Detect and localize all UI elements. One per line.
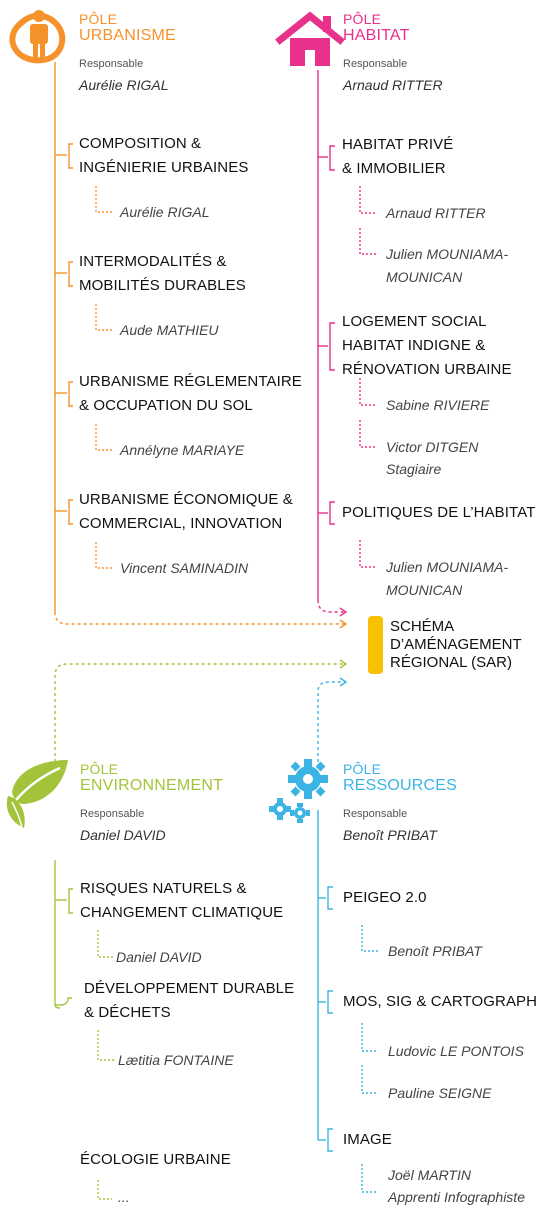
- gears-icon: [269, 759, 328, 823]
- pole-kicker: PÔLE: [343, 761, 382, 777]
- pole-ressources-header: PÔLE RESSOURCES Responsable Benoît PRIBA…: [343, 762, 457, 844]
- pole-kicker: PÔLE: [79, 11, 118, 27]
- habitat-connectors: [317, 70, 376, 617]
- section-title-line: & OCCUPATION DU SOL: [79, 397, 253, 414]
- ressources-connectors: [317, 677, 378, 1193]
- staff-name: Julien MOUNIAMA-: [386, 246, 509, 262]
- staff-name: Benoît PRIBAT: [388, 943, 482, 959]
- sar-marker: [368, 616, 383, 674]
- section-title: URBANISME RÉGLEMENTAIRE & OCCUPATION DU …: [79, 370, 302, 418]
- responsable-name: Daniel DAVID: [80, 827, 166, 843]
- staff-name: Victor DITGEN: [386, 439, 479, 455]
- staff-name: Apprenti Infographiste: [388, 1189, 525, 1205]
- staff-name: Vincent SAMINADIN: [120, 560, 249, 576]
- responsable-name: Arnaud RITTER: [343, 77, 443, 93]
- staff-name: Sabine RIVIERE: [386, 397, 490, 413]
- section-title: POLITIQUES DE L’HABITAT: [342, 501, 535, 525]
- house-icon: [275, 11, 345, 66]
- staff-name: Pauline SEIGNE: [388, 1085, 492, 1101]
- section-title-line: INGÉNIERIE URBAINES: [79, 159, 249, 176]
- section-title: RISQUES NATURELS & CHANGEMENT CLIMATIQUE: [80, 877, 283, 925]
- pole-title: ENVIRONNEMENT: [80, 777, 224, 794]
- section-title: IMAGE: [343, 1128, 392, 1152]
- urbanisme-connectors: [54, 62, 348, 629]
- section-title-line: MOBILITÉS DURABLES: [79, 277, 246, 294]
- section-title: COMPOSITION & INGÉNIERIE URBAINES: [79, 132, 248, 180]
- section-title-line: PEIGEO 2.0: [343, 889, 427, 906]
- section-title-line: & DÉCHETS: [84, 1004, 171, 1021]
- section-title-line: POLITIQUES DE L’HABITAT: [342, 504, 536, 521]
- section-title-line: RISQUES NATURELS &: [80, 880, 247, 897]
- staff-name: Ludovic LE PONTOIS: [388, 1043, 524, 1059]
- section-title: MOS, SIG & CARTOGRAPH: [343, 990, 537, 1014]
- pole-title: HABITAT: [343, 27, 410, 44]
- section-title-line: & IMMOBILIER: [342, 160, 446, 177]
- pole-environnement-header: PÔLE ENVIRONNEMENT Responsable Daniel DA…: [80, 762, 223, 844]
- pole-habitat-header: PÔLE HABITAT Responsable Arnaud RITTER: [343, 12, 443, 94]
- pole-title: RESSOURCES: [343, 777, 458, 794]
- section-title-line: ÉCOLOGIE URBAINE: [80, 1151, 231, 1168]
- staff-name: Aude MATHIEU: [120, 322, 219, 338]
- section-title: DÉVELOPPEMENT DURABLE & DÉCHETS: [84, 977, 294, 1025]
- section-title-line: DÉVELOPPEMENT DURABLE: [84, 980, 295, 997]
- staff-name: Aurélie RIGAL: [120, 204, 210, 220]
- staff-name: Annélyne MARIAYE: [120, 442, 245, 458]
- section-title: PEIGEO 2.0: [343, 886, 427, 910]
- responsable-name: Aurélie RIGAL: [79, 77, 169, 93]
- responsable-label: Responsable: [79, 58, 144, 70]
- staff-name: Arnaud RITTER: [386, 205, 486, 221]
- pole-urbanisme-header: PÔLE URBANISME Responsable Aurélie RIGAL: [79, 12, 176, 94]
- pole-title: URBANISME: [79, 27, 176, 44]
- section-title-line: CHANGEMENT CLIMATIQUE: [80, 904, 284, 921]
- sar-label-line: RÉGIONAL (SAR): [390, 654, 512, 671]
- staff-name: Stagiaire: [386, 461, 442, 477]
- section-title: LOGEMENT SOCIAL HABITAT INDIGNE & RÉNOVA…: [342, 310, 512, 382]
- staff-name: MOUNICAN: [386, 269, 463, 285]
- staff-name: Lætitia FONTAINE: [118, 1052, 234, 1068]
- responsable-name: Benoît PRIBAT: [343, 827, 437, 843]
- pole-kicker: PÔLE: [80, 761, 119, 777]
- staff-name: Julien MOUNIAMA-: [386, 559, 509, 575]
- section-title-line: COMPOSITION &: [79, 135, 202, 152]
- section-title-line: URBANISME RÉGLEMENTAIRE: [79, 373, 302, 390]
- section-title-line: INTERMODALITÉS &: [79, 253, 227, 270]
- responsable-label: Responsable: [343, 58, 408, 70]
- section-title: INTERMODALITÉS & MOBILITÉS DURABLES: [79, 250, 246, 298]
- section-title: ÉCOLOGIE URBAINE: [80, 1148, 231, 1172]
- person-island-icon: [9, 10, 66, 64]
- section-title-line: URBANISME ÉCONOMIQUE &: [79, 491, 293, 508]
- sar-label: SCHÉMA D’AMÉNAGEMENT RÉGIONAL (SAR): [390, 618, 522, 672]
- section-title-line: IMAGE: [343, 1131, 392, 1148]
- section-title-line: COMMERCIAL, INNOVATION: [79, 515, 283, 532]
- section-title-line: RÉNOVATION URBAINE: [342, 361, 512, 378]
- section-title-line: LOGEMENT SOCIAL: [342, 313, 487, 330]
- section-title-line: HABITAT INDIGNE &: [342, 337, 486, 354]
- section-title: HABITAT PRIVÉ & IMMOBILIER: [342, 133, 453, 181]
- section-title-line: MOS, SIG & CARTOGRAPH: [343, 993, 538, 1010]
- staff-name: Joël MARTIN: [388, 1167, 471, 1183]
- environnement-connectors: [54, 659, 348, 1200]
- responsable-label: Responsable: [343, 808, 408, 820]
- section-title: URBANISME ÉCONOMIQUE & COMMERCIAL, INNOV…: [79, 488, 293, 536]
- sar-label-line: SCHÉMA: [390, 618, 455, 635]
- staff-name: MOUNICAN: [386, 582, 463, 598]
- responsable-label: Responsable: [80, 808, 145, 820]
- section-title-line: HABITAT PRIVÉ: [342, 136, 454, 153]
- pole-kicker: PÔLE: [343, 11, 382, 27]
- staff-name: ...: [118, 1189, 130, 1205]
- sar-label-line: D’AMÉNAGEMENT: [390, 636, 522, 653]
- staff-name: Daniel DAVID: [116, 949, 202, 965]
- leaf-icon: [6, 760, 68, 829]
